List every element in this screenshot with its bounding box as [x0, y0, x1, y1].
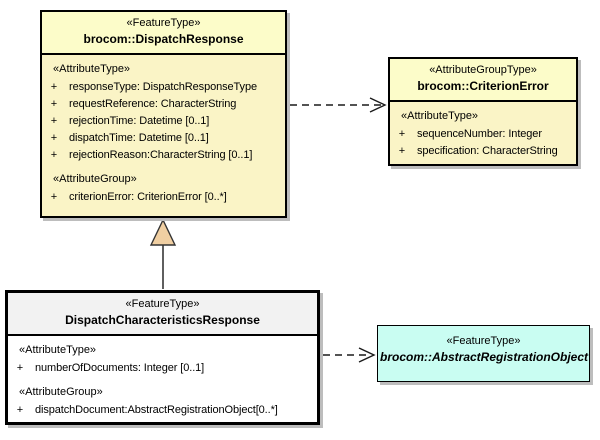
- dependency-arrow-criterion-error: [290, 97, 387, 113]
- attribute-row: + rejectionReason:CharacterString [0..1]: [50, 149, 253, 161]
- class-box-dispatch-response[interactable]: «FeatureType» brocom::DispatchResponse «…: [40, 10, 287, 218]
- class-header: «FeatureType» DispatchCharacteristicsRes…: [8, 293, 317, 336]
- class-header: «FeatureType» brocom::AbstractRegistrati…: [378, 326, 589, 371]
- generalization-arrow: [149, 218, 177, 289]
- section-heading: «AttributeType»: [53, 63, 131, 75]
- attribute-row: + specification: CharacterString: [398, 145, 558, 157]
- attribute-row: + numberOfDocuments: Integer [0..1]: [16, 362, 205, 374]
- class-stereotype: «AttributeGroupType»: [429, 64, 537, 76]
- class-box-dispatch-characteristics-response[interactable]: «FeatureType» DispatchCharacteristicsRes…: [5, 290, 320, 425]
- class-stereotype: «FeatureType»: [446, 335, 521, 347]
- attribute-row: + dispatchDocument:AbstractRegistrationO…: [16, 404, 278, 416]
- dependency-arrow-abstract-registration-object: [323, 347, 376, 363]
- section-heading: «AttributeType»: [19, 344, 97, 356]
- class-header: «FeatureType» brocom::DispatchResponse: [42, 12, 285, 55]
- class-box-criterion-error[interactable]: «AttributeGroupType» brocom::CriterionEr…: [388, 57, 578, 166]
- class-name: DispatchCharacteristicsResponse: [65, 313, 260, 327]
- attribute-row: + responseType: DispatchResponseType: [50, 81, 257, 93]
- class-attributes: «AttributeType» + numberOfDocuments: Int…: [8, 336, 317, 418]
- class-attributes: «AttributeType» + sequenceNumber: Intege…: [390, 102, 576, 159]
- class-name: brocom::DispatchResponse: [83, 32, 244, 46]
- attribute-row: + sequenceNumber: Integer: [398, 128, 542, 140]
- class-stereotype: «FeatureType»: [125, 298, 200, 310]
- class-attributes: «AttributeType» + responseType: Dispatch…: [42, 55, 285, 205]
- section-heading: «AttributeGroup»: [19, 386, 103, 398]
- attribute-row: + dispatchTime: Datetime [0..1]: [50, 132, 209, 144]
- class-name: brocom::CriterionError: [417, 79, 549, 93]
- class-box-abstract-registration-object[interactable]: «FeatureType» brocom::AbstractRegistrati…: [377, 325, 590, 382]
- attribute-row: + criterionError: CriterionError [0..*]: [50, 191, 227, 203]
- class-stereotype: «FeatureType»: [126, 17, 201, 29]
- section-heading: «AttributeType»: [401, 110, 479, 122]
- class-name: brocom::AbstractRegistrationObject: [380, 350, 589, 364]
- class-header: «AttributeGroupType» brocom::CriterionEr…: [390, 59, 576, 102]
- attribute-row: + rejectionTime: Datetime [0..1]: [50, 115, 210, 127]
- section-heading: «AttributeGroup»: [53, 173, 137, 185]
- attribute-row: + requestReference: CharacterString: [50, 98, 237, 110]
